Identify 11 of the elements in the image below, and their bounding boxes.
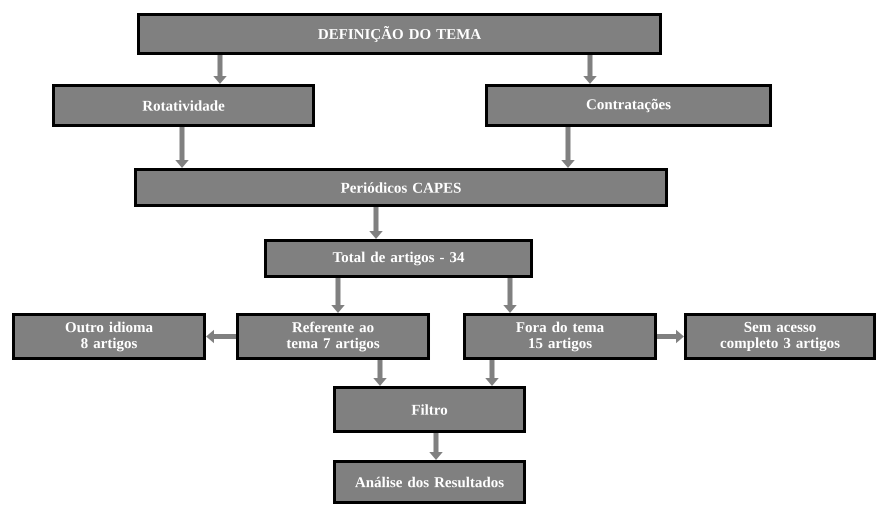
process-box: Filtro xyxy=(333,386,526,433)
process-box: Periódicos CAPES xyxy=(134,168,668,207)
process-box: Contratações xyxy=(485,84,772,127)
process-box: Referente ao tema 7 artigos xyxy=(236,313,430,360)
process-box: DEFINIÇÃO DO TEMA xyxy=(137,13,662,55)
process-box: Sem acesso completo 3 artigos xyxy=(684,313,876,360)
process-box: Outro idioma 8 artigos xyxy=(12,313,206,360)
process-box: Total de artigos - 34 xyxy=(264,239,533,278)
process-box: Rotatividade xyxy=(52,84,315,127)
process-box: Fora do tema 15 artigos xyxy=(463,313,657,360)
process-box: Análise dos Resultados xyxy=(333,460,526,504)
